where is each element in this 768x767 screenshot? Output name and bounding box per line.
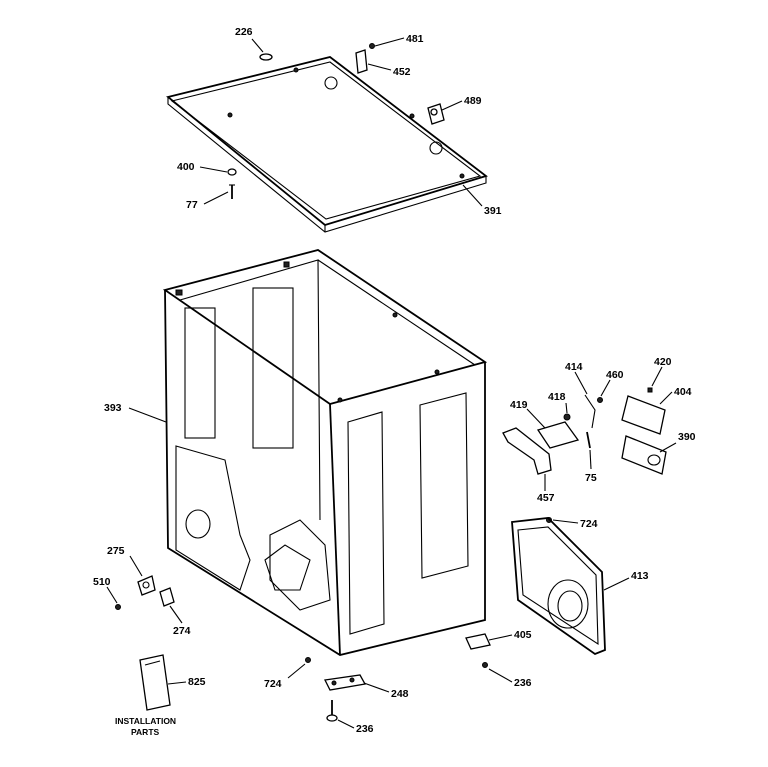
label-275: 275 (107, 545, 125, 557)
pin-75 (586, 431, 591, 449)
label-391: 391 (484, 205, 502, 217)
label-404: 404 (674, 386, 692, 398)
leveling-leg-248 (324, 674, 367, 691)
label-248: 248 (391, 688, 409, 700)
front-panel-413 (511, 517, 606, 656)
label-400: 400 (177, 161, 195, 173)
label-420: 420 (654, 356, 672, 368)
label-481: 481 (406, 33, 424, 45)
label-414: 414 (565, 361, 583, 373)
label-226: 226 (235, 26, 253, 38)
installation-parts-line2: PARTS (131, 727, 160, 737)
clip-460 (597, 397, 603, 403)
installation-parts-line1: INSTALLATION (115, 716, 176, 726)
installation-bag-825 (139, 654, 171, 711)
part-labels: 226 481 452 489 400 77 391 393 414 460 4… (93, 26, 696, 737)
label-393: 393 (104, 402, 122, 414)
label-724-top: 724 (580, 518, 598, 530)
screw-77 (229, 184, 235, 199)
rod-414 (584, 394, 596, 429)
screw-236-right (482, 662, 488, 668)
hinge-452 (355, 43, 375, 74)
label-418: 418 (548, 391, 566, 403)
label-236-bottom: 236 (356, 723, 374, 735)
leg-236-bottom (326, 700, 338, 722)
top-panel (166, 56, 488, 233)
switch-419 (536, 421, 580, 449)
label-724-bottom: 724 (264, 678, 282, 690)
screw-418 (563, 413, 571, 421)
label-510: 510 (93, 576, 111, 588)
screw-226 (259, 53, 273, 61)
label-413: 413 (631, 570, 649, 582)
label-452: 452 (393, 66, 411, 78)
bracket-457 (502, 427, 552, 475)
label-489: 489 (464, 95, 482, 107)
leader-lines (106, 37, 677, 729)
label-75: 75 (585, 472, 597, 484)
label-77: 77 (186, 199, 198, 211)
cover-404 (621, 387, 666, 435)
label-419: 419 (510, 399, 528, 411)
label-825: 825 (188, 676, 206, 688)
label-274: 274 (173, 625, 191, 637)
label-457: 457 (537, 492, 555, 504)
cabinet (162, 249, 488, 656)
label-460: 460 (606, 369, 624, 381)
switch-275 (137, 575, 156, 596)
clip-489 (427, 103, 445, 125)
grommet-400 (227, 168, 237, 176)
screw-724-bottom (305, 657, 311, 663)
label-390: 390 (678, 431, 696, 443)
label-236-right: 236 (514, 677, 532, 689)
hinge-405 (465, 633, 491, 650)
screw-510 (115, 604, 121, 610)
label-405: 405 (514, 629, 532, 641)
terminal-274 (159, 587, 175, 607)
plate-390 (621, 435, 667, 475)
